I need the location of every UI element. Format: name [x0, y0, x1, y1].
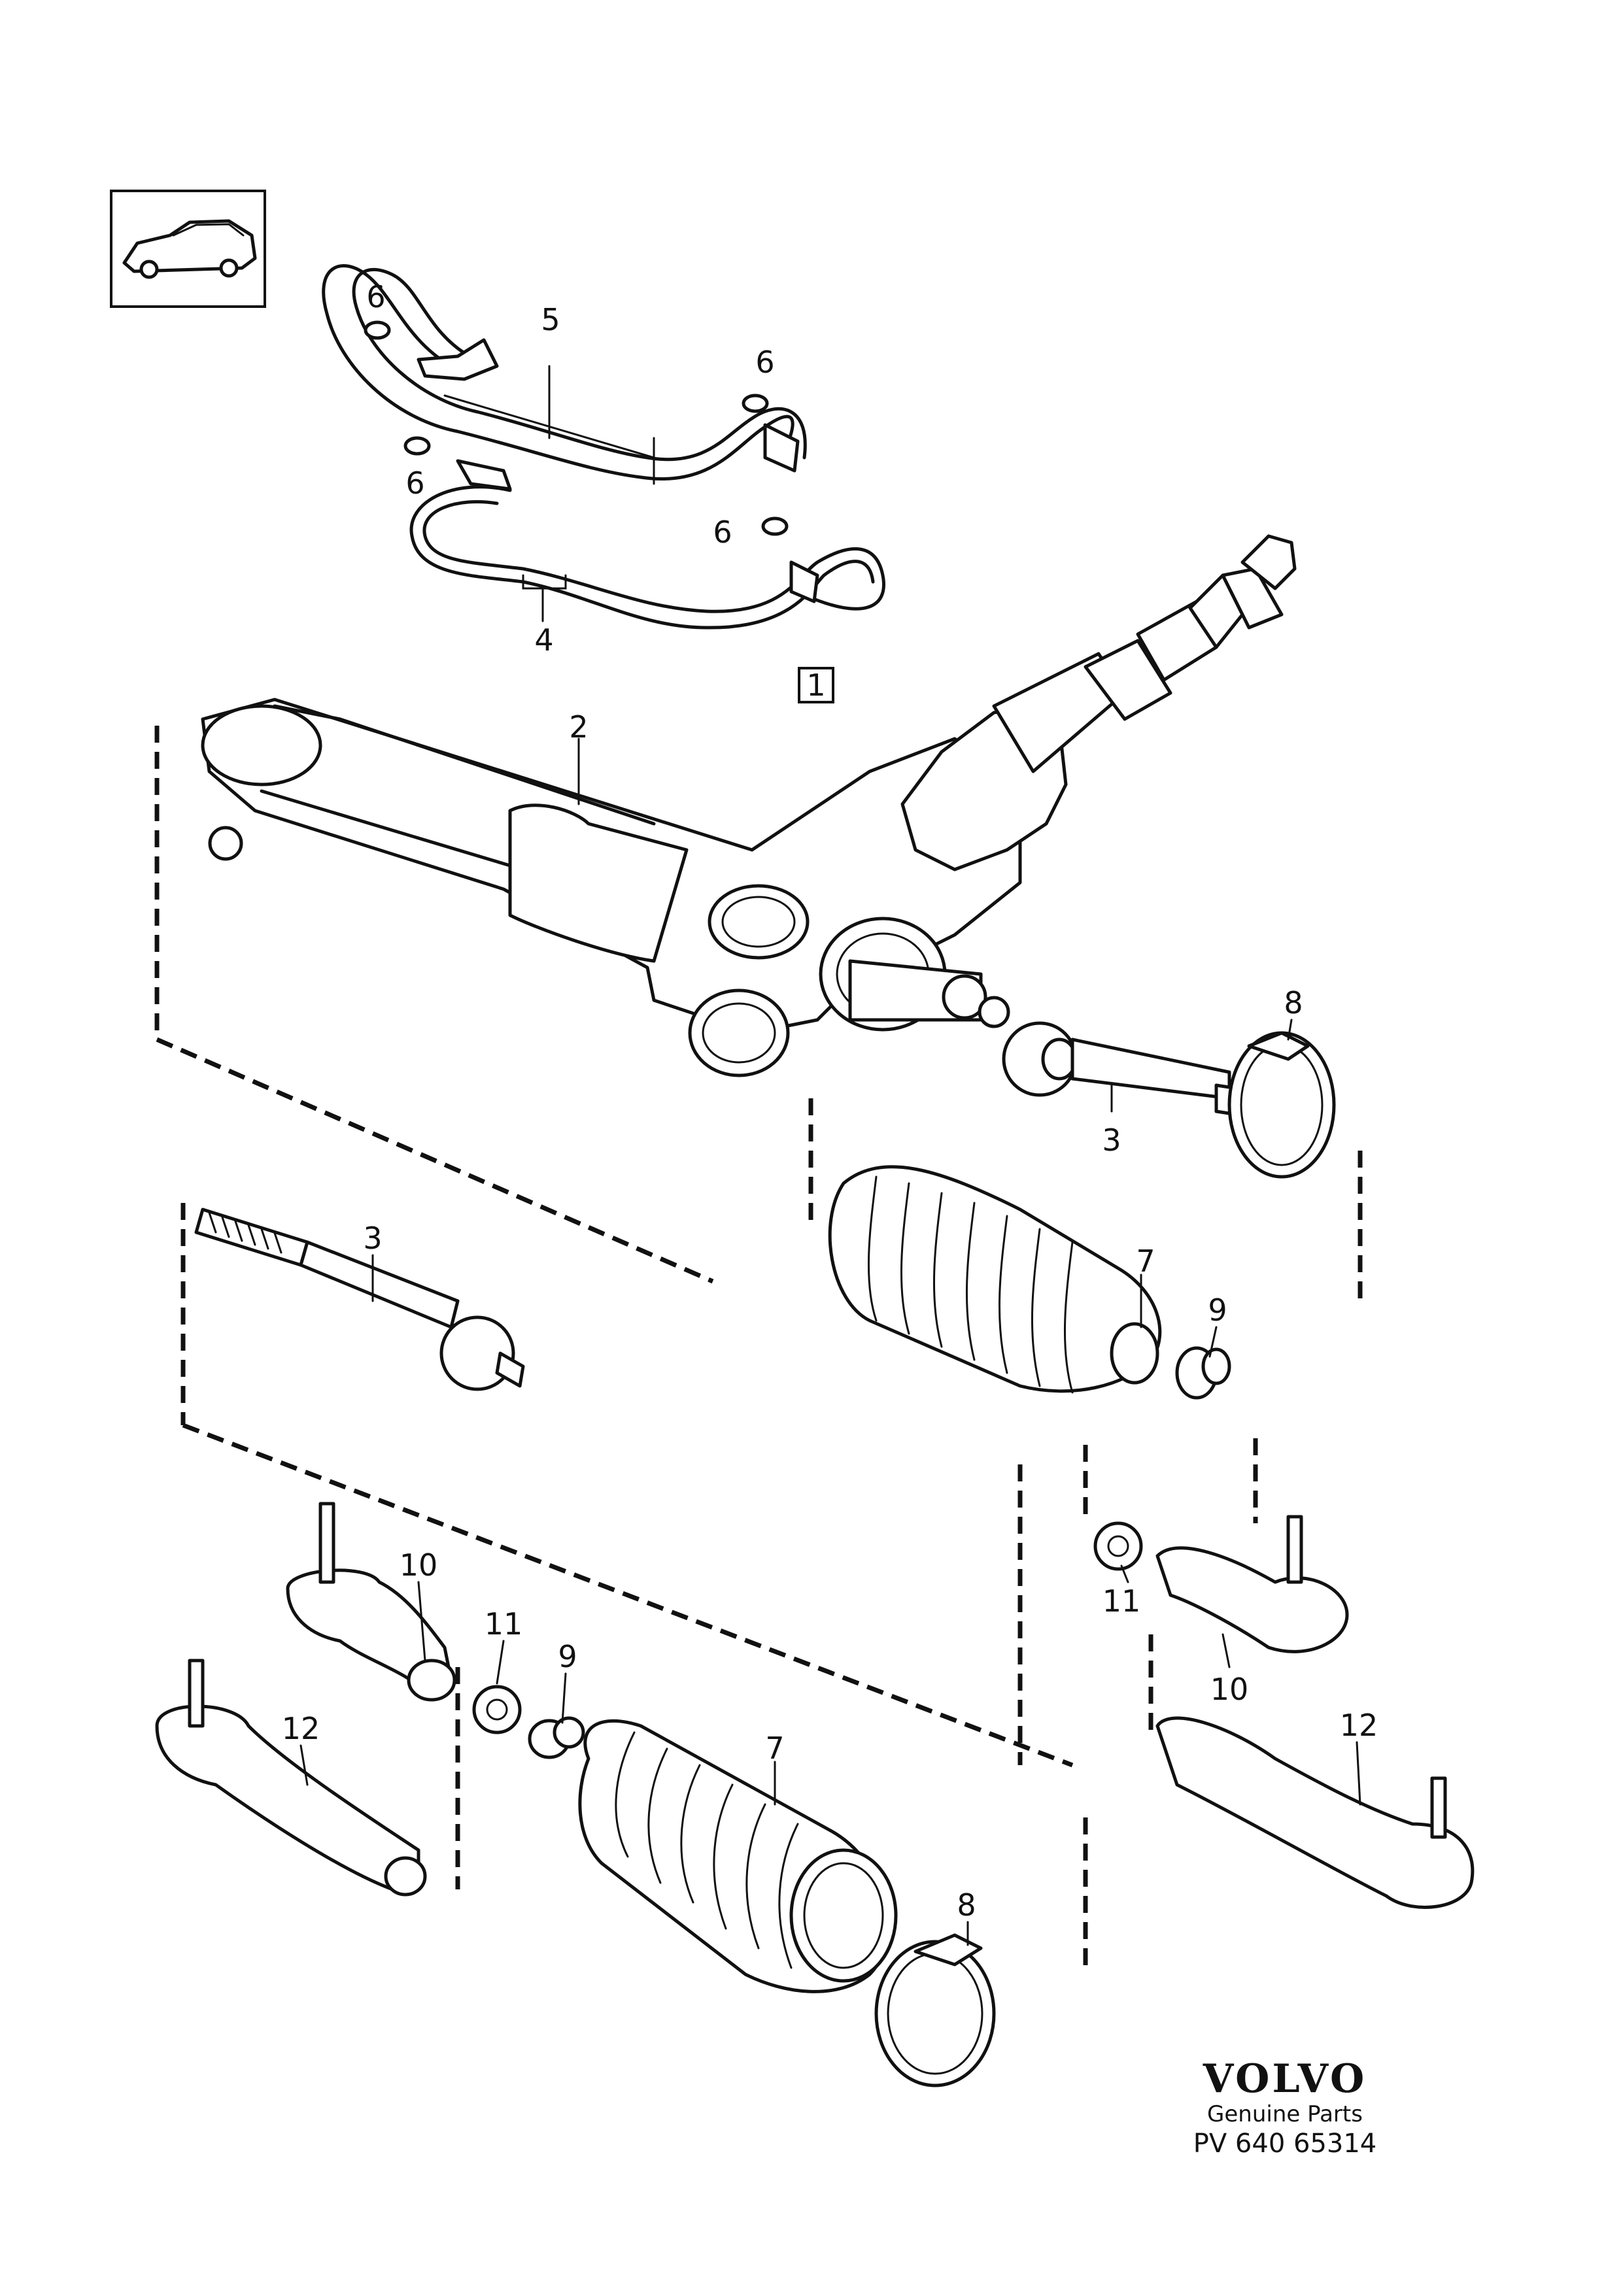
callout-7-upper: 7: [1136, 1243, 1155, 1279]
callout-12-left: 12: [282, 1711, 320, 1746]
callout-10-left: 10: [400, 1547, 438, 1583]
hose-assembly: [322, 264, 885, 630]
callout-6-b: 6: [755, 345, 774, 380]
callout-8-upper: 8: [1284, 985, 1303, 1021]
tie-rod-end-12-left: [155, 1659, 427, 1897]
callout-6-d: 6: [713, 515, 732, 550]
rack-housing: [201, 534, 1297, 1077]
callout-11-right: 11: [1102, 1583, 1141, 1619]
inner-tie-rod-left: [194, 1207, 525, 1391]
clip-9-lower: [528, 1716, 585, 1759]
callout-9-upper: 9: [1208, 1292, 1227, 1328]
callout-11-left: 11: [485, 1606, 523, 1642]
callout-5: 5: [541, 302, 560, 337]
volvo-logo: VOLVO: [1203, 2056, 1367, 2102]
branding-block: VOLVO Genuine Parts PV 640 65314: [1193, 2056, 1377, 2159]
svg-text:1: 1: [806, 667, 825, 703]
callout-2: 2: [569, 709, 588, 745]
rubber-boot-upper: [828, 1165, 1162, 1394]
tie-rod-end-12-right: [1155, 1716, 1475, 1909]
callout-7-lower: 7: [765, 1730, 784, 1766]
clamp-8-lower: [874, 1933, 996, 2087]
callout-6-c: 6: [405, 465, 424, 501]
callout-1: 1: [798, 667, 834, 703]
callout-3-left: 3: [363, 1221, 382, 1256]
genuine-parts-label: Genuine Parts: [1207, 2101, 1363, 2127]
callout-8-lower: 8: [957, 1887, 976, 1923]
leader-lines: [299, 737, 1361, 1946]
callout-10-right: 10: [1210, 1672, 1249, 1707]
part-code: PV 640 65314: [1193, 2129, 1377, 2159]
callout-4: 4: [534, 622, 553, 658]
clamp-8-upper: [1227, 1031, 1336, 1179]
clip-9-upper: [1175, 1346, 1231, 1400]
rubber-boot-lower: [578, 1719, 898, 1993]
nut-11-left: [472, 1685, 522, 1734]
callout-12-right: 12: [1340, 1708, 1378, 1743]
tie-rod-end-10-left: [286, 1502, 456, 1702]
tie-rod-end-10-right: [1155, 1515, 1349, 1653]
nut-11-right: [1093, 1521, 1143, 1571]
callout-3-right: 3: [1102, 1123, 1121, 1158]
car-thumbnail-icon: [110, 190, 266, 308]
callout-9-lower: 9: [558, 1639, 577, 1674]
assembly-outline: [154, 726, 1363, 1974]
callout-6-a: 6: [366, 279, 385, 314]
